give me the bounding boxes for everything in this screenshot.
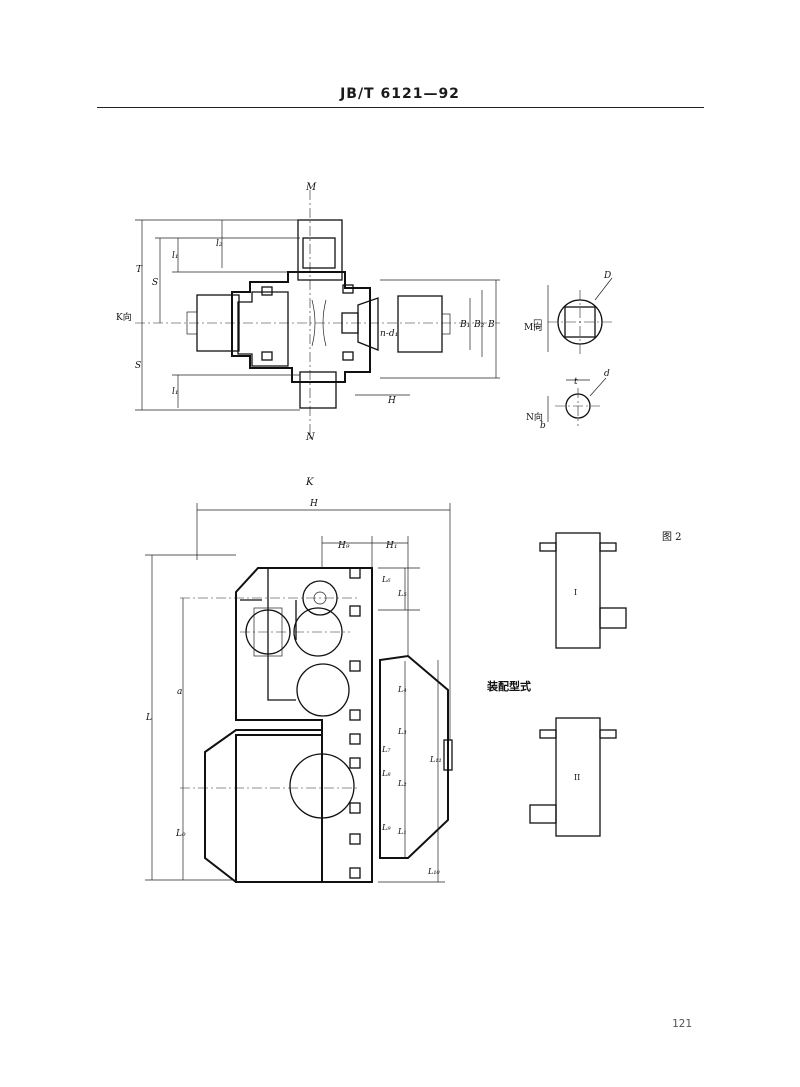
front-view: H H₉ H₁ L a L₀ L₆ L₅ L₄ L₃ L₇ L₈ L₂ L₉ L… — [145, 499, 453, 883]
detail-M-dia: D — [603, 271, 611, 281]
dim-B: B — [487, 320, 495, 330]
dim-T: T — [136, 265, 143, 275]
page-number: 121 — [672, 1017, 692, 1030]
detail-N-dia: d — [604, 369, 610, 379]
detail-M: M向 □ D — [524, 271, 613, 354]
dim-L5: L₅ — [397, 589, 407, 598]
dim-n-d1: n-d₁ — [380, 329, 398, 339]
dim-l1-lower: l₁ — [172, 387, 179, 397]
detail-N-t: t — [574, 377, 578, 387]
dim-L9: L₉ — [381, 823, 391, 832]
dim-L11: L₁₁ — [429, 755, 442, 764]
dim-l1-upper: l₁ — [172, 251, 179, 261]
top-view: M N K K向 T S S l₁ l₂ l₁ B₁ B₂ B n-d₁ H — [116, 182, 500, 488]
dim-a: a — [177, 687, 182, 697]
detail-N-label: N向 — [526, 411, 543, 423]
dim-L7: L₇ — [381, 745, 391, 754]
section-label-M: M — [305, 182, 317, 193]
dim-L6: L₆ — [381, 575, 391, 584]
detail-M-label: M向 — [524, 321, 542, 333]
assembly-types: 装配型式 图 2 I II — [486, 531, 682, 837]
k-view-label: K向 — [116, 311, 132, 323]
header-rule — [97, 107, 704, 108]
detail-N-b: b — [540, 421, 546, 431]
page-header-title: JB/T 6121—92 — [340, 86, 460, 102]
dim-L10: L₁₀ — [427, 867, 441, 876]
assembly-title: 装配型式 — [486, 679, 531, 693]
detail-M-square: □ — [533, 318, 542, 329]
figure-label: 图 2 — [662, 531, 682, 543]
dim-S-upper: S — [152, 278, 158, 288]
dim-L: L — [145, 713, 152, 723]
dim-L2: L₂ — [397, 779, 407, 788]
assembly-type-I: I — [574, 588, 577, 597]
assembly-type-II: II — [574, 773, 580, 782]
dim-H9: H₉ — [337, 541, 350, 551]
dim-H-total: H — [309, 499, 318, 509]
dim-B2: B₂ — [473, 320, 485, 330]
dim-S-lower: S — [135, 361, 141, 371]
section-label-K: K — [305, 477, 314, 488]
dim-L8: L₈ — [381, 769, 391, 778]
dim-H1: H₁ — [385, 541, 397, 551]
section-label-N: N — [305, 432, 316, 443]
dim-l2: l₂ — [216, 239, 223, 249]
dim-L0: L₀ — [175, 829, 186, 839]
dim-B1: B₁ — [459, 320, 470, 330]
dim-L1: L₁ — [397, 827, 407, 836]
dim-L3: L₃ — [397, 727, 407, 736]
dim-H-small: H — [387, 396, 396, 406]
detail-N: N向 d b t — [526, 369, 610, 431]
dim-L4: L₄ — [397, 685, 407, 694]
